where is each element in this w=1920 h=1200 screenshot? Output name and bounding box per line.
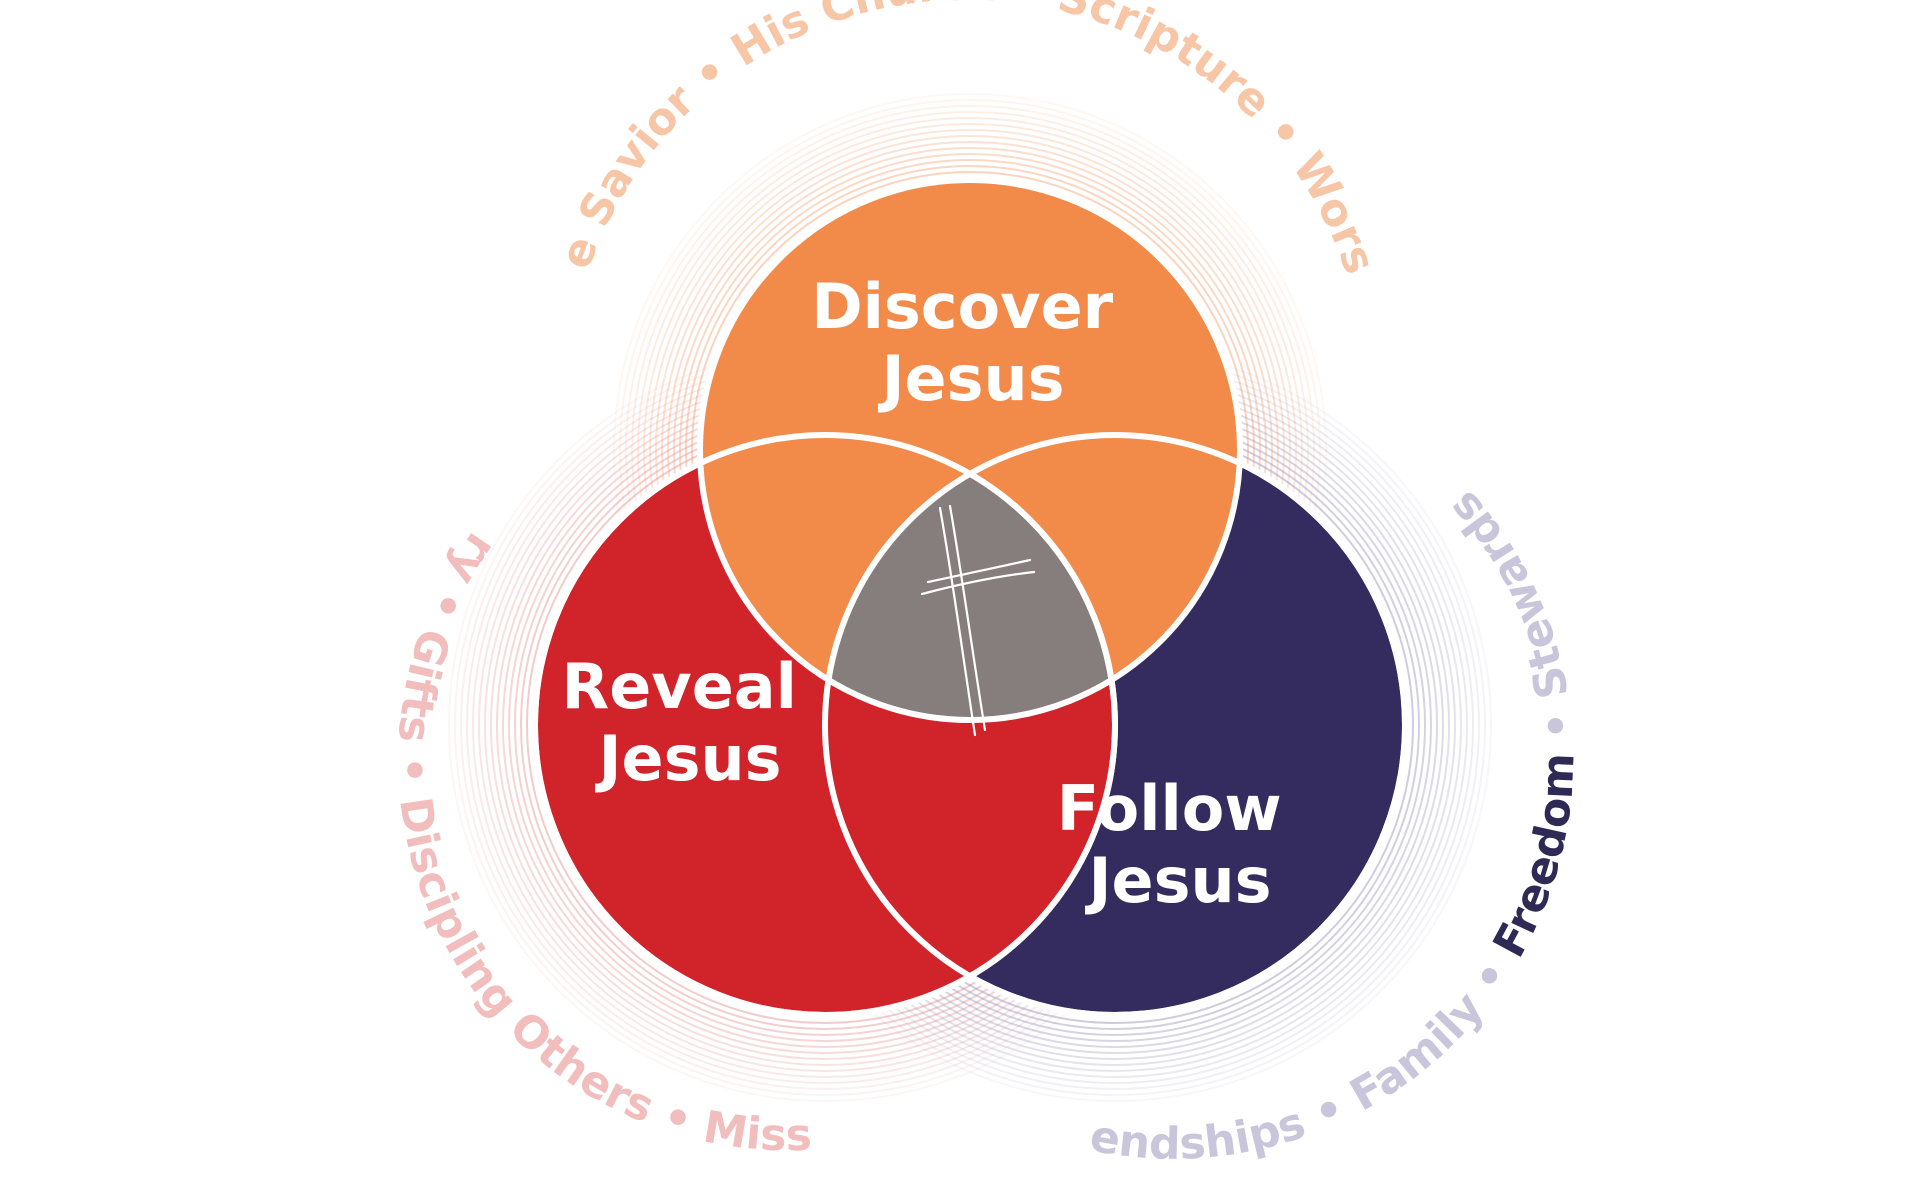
discover-title-line1: Discover [811, 270, 1113, 343]
reveal-outline [532, 432, 1118, 1018]
discover-outline [697, 177, 1243, 723]
center-intersection [825, 435, 1118, 720]
reveal-title-line2: Jesus [594, 722, 781, 795]
discover-title: Discover Jesus [811, 270, 1135, 415]
discover-title-line2: Jesus [877, 342, 1064, 415]
reveal-title: Reveal Jesus [562, 650, 819, 795]
follow-title: Follow Jesus [1057, 772, 1303, 917]
follow-title-line2: Jesus [1084, 844, 1271, 917]
follow-outline [822, 432, 1408, 1018]
cross-icon [920, 504, 1036, 737]
discover-circle-overlap [700, 180, 1240, 720]
reveal-title-line1: Reveal [562, 650, 797, 723]
follow-title-line1: Follow [1057, 772, 1282, 845]
follow-outer-label-freedom: Freedom [1484, 752, 1585, 966]
